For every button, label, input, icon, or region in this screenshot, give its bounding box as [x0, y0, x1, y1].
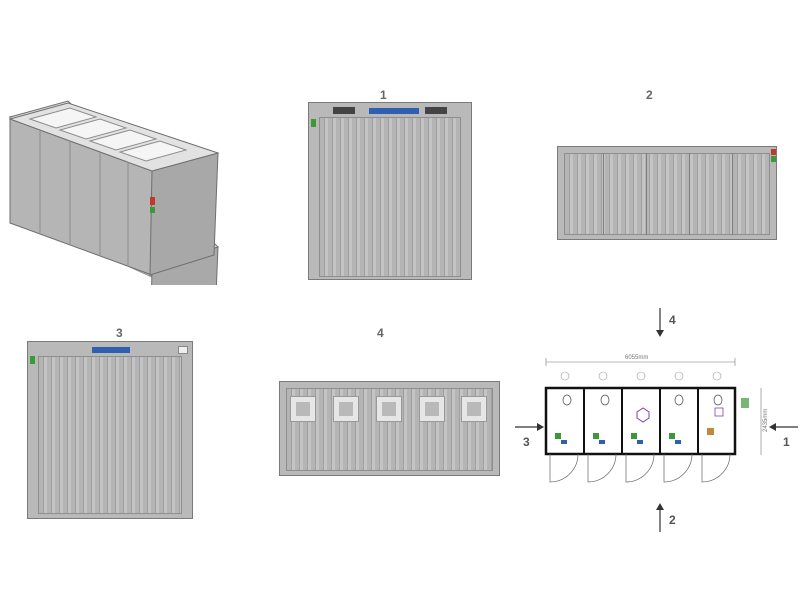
view-1-container-end — [308, 102, 472, 280]
view-2-red-marker — [771, 149, 776, 155]
floor-plan-outline — [544, 386, 737, 456]
cabin-fittings — [555, 398, 749, 444]
view-3-brand-plate — [92, 347, 130, 353]
window-1 — [290, 396, 316, 422]
shower-icon — [636, 407, 650, 423]
isometric-container-body — [8, 102, 220, 276]
view-1-corrugation — [319, 117, 461, 277]
cabin-partitions — [583, 388, 699, 454]
view-1-label: 1 — [380, 88, 387, 102]
arrow-1-label: 1 — [783, 435, 790, 449]
view-1-brand-plate — [369, 108, 419, 114]
iso-red-marker — [150, 197, 155, 205]
window-4 — [419, 396, 445, 422]
window-2 — [333, 396, 359, 422]
floor-plan: 4 2 3 1 6055mm 2435mm — [515, 308, 798, 532]
view-4-label: 4 — [377, 326, 384, 340]
iso-green-marker — [150, 207, 155, 213]
view-3-container-end — [27, 341, 193, 519]
view-1-black-badge — [425, 107, 447, 114]
window-3 — [376, 396, 402, 422]
dimension-top-label: 6055mm — [625, 355, 648, 361]
view-3-label: 3 — [116, 326, 123, 340]
arrow-2-label: 2 — [669, 513, 676, 527]
view-2-container-side — [557, 146, 777, 240]
view-3-green-marker — [30, 356, 35, 364]
view-1-red-badge — [333, 107, 355, 114]
dimension-right-label: 2435mm — [763, 409, 769, 432]
view-2-corrugation — [564, 153, 770, 235]
view-2-green-marker — [771, 156, 776, 162]
arrow-4-label: 4 — [669, 313, 676, 327]
view-4-container-side — [279, 381, 500, 476]
view-1-green-marker — [311, 119, 316, 127]
door-swings — [549, 453, 731, 483]
view-3-light — [178, 346, 188, 354]
window-5 — [461, 396, 487, 422]
toilet-fixtures — [562, 394, 723, 406]
view-2-label: 2 — [646, 88, 653, 102]
arrow-3-label: 3 — [523, 435, 530, 449]
view-3-corrugation — [38, 356, 182, 514]
